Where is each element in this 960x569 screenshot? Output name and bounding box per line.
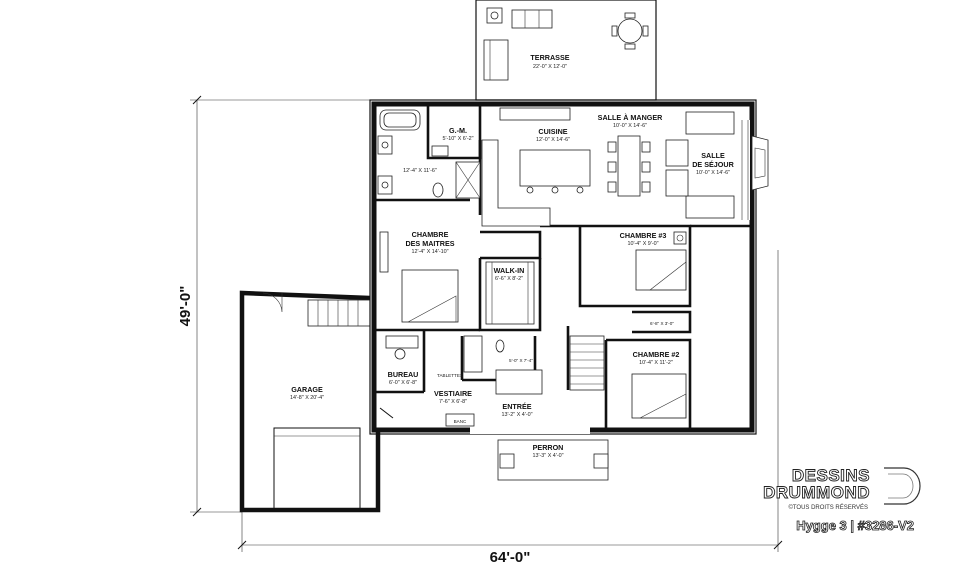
walk-in-label: WALK-IN [494,266,525,275]
brand-line1: DESSINS [792,466,870,485]
height-dimension: 49'-0" [177,95,370,517]
bath-dims: 12'-4" X 11'-6" [403,168,437,174]
chambre2-label: CHAMBRE #2 [633,350,680,359]
tablettes-label: TABLETTES [437,373,463,378]
terrasse-label: TERRASSE [530,53,569,62]
salle-de-sejour-dims: 10'-0" X 14'-6" [696,170,730,176]
salle-a-manger-dims: 10'-0" X 14'-6" [613,123,647,129]
chambre-maitres-label-1: CHAMBRE [412,230,449,239]
bureau-label: BUREAU [388,370,419,379]
entree-label: ENTRÉE [502,402,531,411]
banc-label: BANC [454,419,467,424]
height-dimension-label: 49'-0" [177,286,194,327]
brand-logo: DESSINS DRUMMOND ©TOUS DROITS RÉSERVÉS [763,466,921,511]
brand-rights: ©TOUS DROITS RÉSERVÉS [788,504,868,511]
salle-de-sejour-label-1: SALLE [701,151,725,160]
house-walls [369,99,769,435]
terrasse-area [475,0,657,101]
perron-label: PERRON [533,443,564,452]
cuisine-label: CUISINE [538,127,567,136]
garage-dims: 14'-8" X 20'-4" [290,395,324,401]
chambre2-dims: 10'-4" X 11'-2" [639,360,673,366]
salle-de-sejour-label-2: DE SÉJOUR [692,160,734,169]
salle-a-manger-label: SALLE À MANGER [598,113,663,122]
chambre-maitres-label-2: DES MAITRES [405,239,454,248]
brand-line2: DRUMMOND [763,483,870,502]
walk-in-dims: 6'-6" X 8'-2" [495,276,523,282]
bureau-dims: 6'-0" X 6'-8" [389,380,417,386]
gm-dims: 5'-10" X 6'-2" [442,136,473,142]
wc-dims: 5'-0" X 7'-4" [509,358,533,363]
chambre-maitres-dims: 12'-4" X 14'-10" [411,249,448,255]
fixtures [377,107,735,481]
entree-dims: 13'-2" X 4'-0" [501,412,532,418]
chambre3-dims: 10'-4" X 9'-0" [627,241,658,247]
vestiaire-label: VESTIAIRE [434,389,472,398]
garage-structure [239,290,394,513]
chambre3-label: CHAMBRE #3 [620,231,667,240]
plan-caption: Hygge 3 | #3286-V2 [796,518,914,533]
room-labels: TERRASSE 22'-0" X 12'-0" SALLE À MANGER … [290,53,735,459]
gm-label: G.-M. [449,126,467,135]
width-dimension-label: 64'-0" [490,549,531,566]
perron-dims: 13'-3" X 4'-0" [532,453,563,459]
terrasse-dims: 22'-0" X 12'-0" [533,64,567,70]
garage-label: GARAGE [291,385,323,394]
cuisine-dims: 12'-0" X 14'-6" [536,137,570,143]
width-dimension: 64'-0" [237,250,783,566]
vestiaire-dims: 7'-6" X 6'-8" [439,399,467,405]
closet2-dims: 6'-8" X 3'-0" [650,321,674,326]
